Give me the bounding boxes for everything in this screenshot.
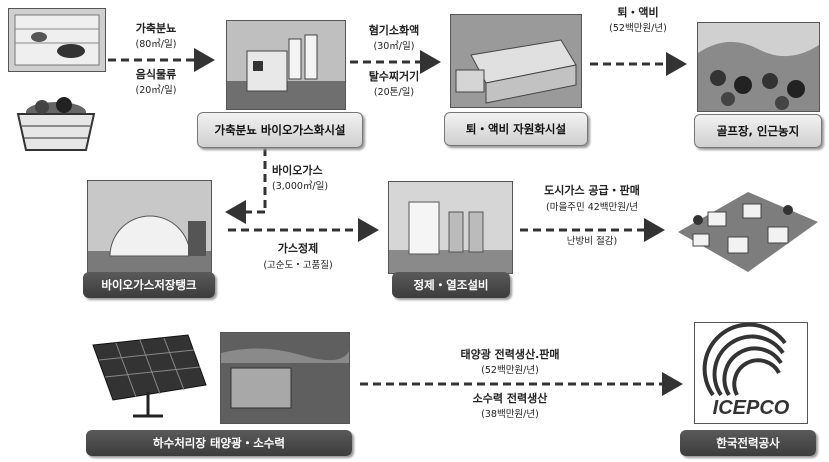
food-waste-amount: (20㎥/일) xyxy=(135,85,177,96)
biogas-tank-photo xyxy=(87,180,212,274)
compost-out-label: 퇴・액비 xyxy=(617,6,659,19)
compost-out-amount: (52백만원/년) xyxy=(609,23,667,34)
city-gas-amount: (마을주민 42백만원/년 xyxy=(546,202,638,213)
solar-panel-icon xyxy=(88,330,210,420)
city-gas-label: 도시가스 공급・판매 xyxy=(544,184,640,197)
food-waste-basket-icon xyxy=(8,92,104,154)
village-illustration xyxy=(668,182,820,276)
golf-farm-photo xyxy=(697,22,820,112)
biogas-facility-photo xyxy=(226,20,346,110)
biogas-amount: (3,000㎥/일) xyxy=(272,181,329,192)
livestock-waste-label: 가축분뇨 xyxy=(135,22,177,35)
hydro-label: 소수력 전력생산 xyxy=(472,392,548,405)
livestock-photo xyxy=(8,8,106,72)
refining-label: 정제・열조설비 xyxy=(392,272,510,298)
hydro-amount: (38백만원/년) xyxy=(481,409,539,420)
kepco-label: 한국전력공사 xyxy=(680,430,816,456)
food-waste-label: 음식물류 xyxy=(135,68,177,81)
kepco-logo-text: ICEPCO xyxy=(712,397,790,419)
sewage-solar-label: 하수처리장 태양광・소수력 xyxy=(86,430,352,456)
compost-facility-photo xyxy=(450,14,582,108)
digestate-label: 혐기소화액 xyxy=(368,24,420,37)
biogas-label: 바이오가스 xyxy=(272,164,323,177)
kepco-logo: ICEPCO xyxy=(694,322,808,424)
dewatered-cake-label: 탈수찌거기 xyxy=(368,70,420,83)
city-gas-heating-note: 난방비 절감) xyxy=(566,236,618,247)
gas-refine-note: (고순도・고품질) xyxy=(263,260,333,271)
livestock-facility-label: 가축분뇨 바이오가스화시설 xyxy=(197,112,363,148)
digestate-amount: (30㎥/일) xyxy=(373,41,415,52)
dewatered-cake-amount: (20톤/일) xyxy=(373,87,415,98)
compost-facility-label: 퇴・액비 자원화시설 xyxy=(444,112,588,146)
livestock-waste-amount: (80㎥/일) xyxy=(135,39,177,50)
biogas-tank-label: 바이오가스저장탱크 xyxy=(83,272,215,298)
sewage-hydro-photo xyxy=(220,332,350,424)
solar-label: 태양광 전력생산.판매 xyxy=(460,348,560,361)
solar-amount: (52백만원/년) xyxy=(481,365,539,376)
gas-refine-label: 가스정제 xyxy=(277,242,319,255)
golf-farm-label: 골프장, 인근농지 xyxy=(694,114,822,148)
